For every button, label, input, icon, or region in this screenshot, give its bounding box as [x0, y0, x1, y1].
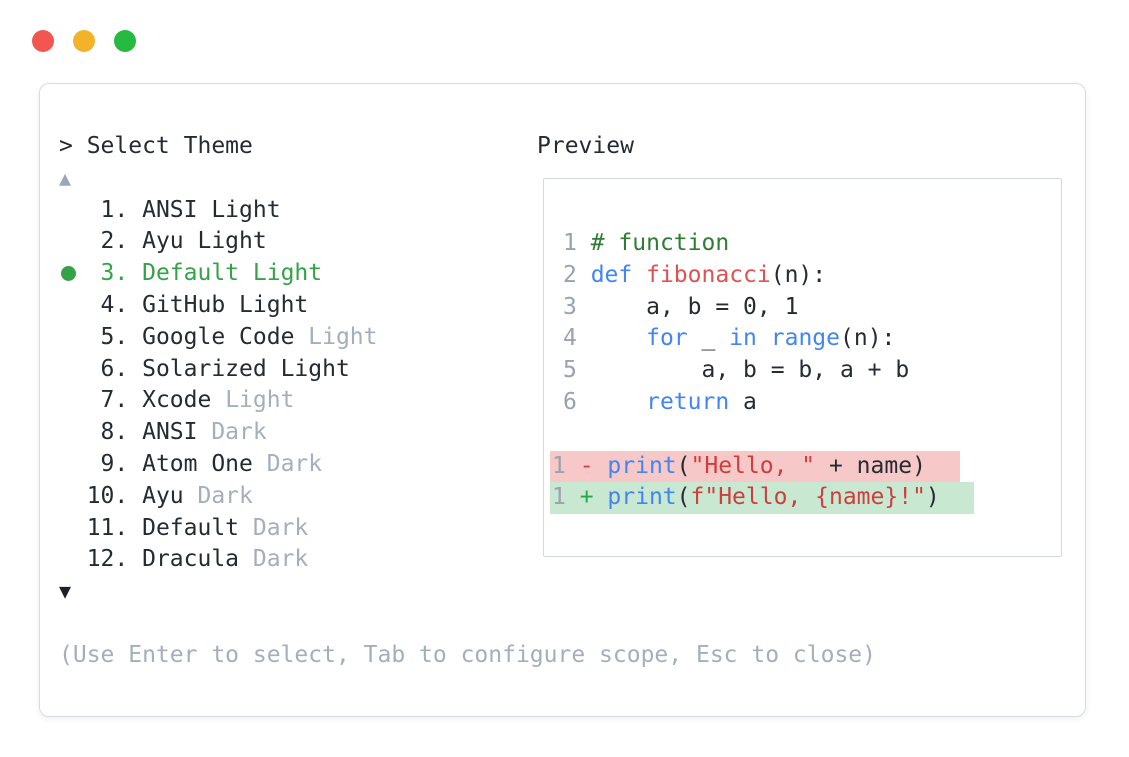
theme-list-item[interactable]: 5. Google Code Light — [59, 323, 378, 350]
theme-picker-panel: > Select Theme ▲ 1. ANSI Light 2. Ayu Li… — [39, 83, 1086, 717]
theme-list-item[interactable]: 3. Default Light — [59, 260, 323, 287]
theme-list-item[interactable]: 11. Default Dark — [59, 514, 309, 541]
theme-name-suffix: Dark — [239, 514, 309, 541]
code-line: 1 # function — [563, 230, 730, 256]
keyboard-hint: (Use Enter to select, Tab to configure s… — [59, 641, 876, 668]
theme-name: Ayu Light — [142, 228, 267, 255]
code-line: 4 for _ in range(n): — [563, 325, 896, 352]
window-controls — [32, 30, 136, 52]
theme-name-suffix: Dark — [197, 419, 267, 446]
diff-line-added: 1 + print(f"Hello, {name}!") — [550, 482, 974, 515]
minimize-button[interactable] — [73, 30, 95, 52]
scroll-up-icon[interactable]: ▲ — [59, 165, 72, 190]
theme-list-item[interactable]: 12. Dracula Dark — [59, 546, 309, 573]
theme-name: Default Light — [142, 260, 323, 287]
theme-list-item[interactable]: 2. Ayu Light — [59, 228, 267, 255]
theme-list-item[interactable]: 7. Xcode Light — [59, 387, 295, 414]
theme-name: ANSI — [142, 419, 198, 446]
theme-name-suffix: Light — [294, 323, 378, 350]
scroll-down-icon[interactable]: ▼ — [59, 579, 72, 604]
theme-name-suffix: Dark — [239, 546, 309, 573]
preview-title: Preview — [537, 133, 634, 159]
code-block: 1 # function 2 def fibonacci(n): 3 a, b = … — [550, 228, 974, 515]
theme-name: GitHub Light — [142, 291, 309, 318]
theme-list-item[interactable]: 6. Solarized Light — [59, 355, 350, 382]
theme-name: Xcode — [142, 387, 212, 414]
theme-name: Default — [142, 514, 240, 541]
diff-line-removed: 1 - print("Hello, " + name) — [550, 450, 974, 483]
theme-list-item[interactable]: 10. Ayu Dark — [59, 482, 253, 509]
code-line: 5 a, b = b, a + b — [563, 357, 910, 384]
code-line: 2 def fibonacci(n): — [563, 261, 827, 288]
theme-name: Solarized Light — [142, 355, 350, 382]
theme-name: Ayu — [142, 482, 184, 509]
theme-list-item[interactable]: 8. ANSI Dark — [59, 419, 267, 446]
theme-name: Atom One — [142, 450, 253, 477]
theme-list-item[interactable]: 4. GitHub Light — [59, 291, 309, 318]
close-button[interactable] — [32, 30, 54, 52]
theme-name: Dracula — [142, 546, 240, 573]
select-theme-prompt: > Select Theme — [59, 133, 253, 159]
selected-dot-icon — [61, 266, 76, 282]
theme-name-suffix: Light — [211, 387, 295, 414]
theme-selector: > Select Theme ▲ 1. ANSI Light 2. Ayu Li… — [59, 131, 876, 672]
theme-list-item[interactable]: 9. Atom One Dark — [59, 450, 323, 477]
theme-name-suffix: Dark — [183, 482, 253, 509]
theme-name: Google Code — [142, 323, 295, 350]
code-line: 6 return a — [563, 388, 757, 415]
theme-name: ANSI Light — [142, 196, 281, 223]
spacer — [59, 608, 876, 640]
theme-list-item[interactable]: 1. ANSI Light — [59, 196, 281, 223]
preview-box: 1 # function 2 def fibonacci(n): 3 a, b = … — [543, 178, 1062, 557]
code-line: 3 a, b = 0, 1 — [563, 293, 799, 320]
zoom-button[interactable] — [114, 30, 136, 52]
theme-name-suffix: Dark — [252, 450, 323, 477]
theme-list: 1. ANSI Light 2. Ayu Light 3. Default Li… — [59, 195, 876, 577]
